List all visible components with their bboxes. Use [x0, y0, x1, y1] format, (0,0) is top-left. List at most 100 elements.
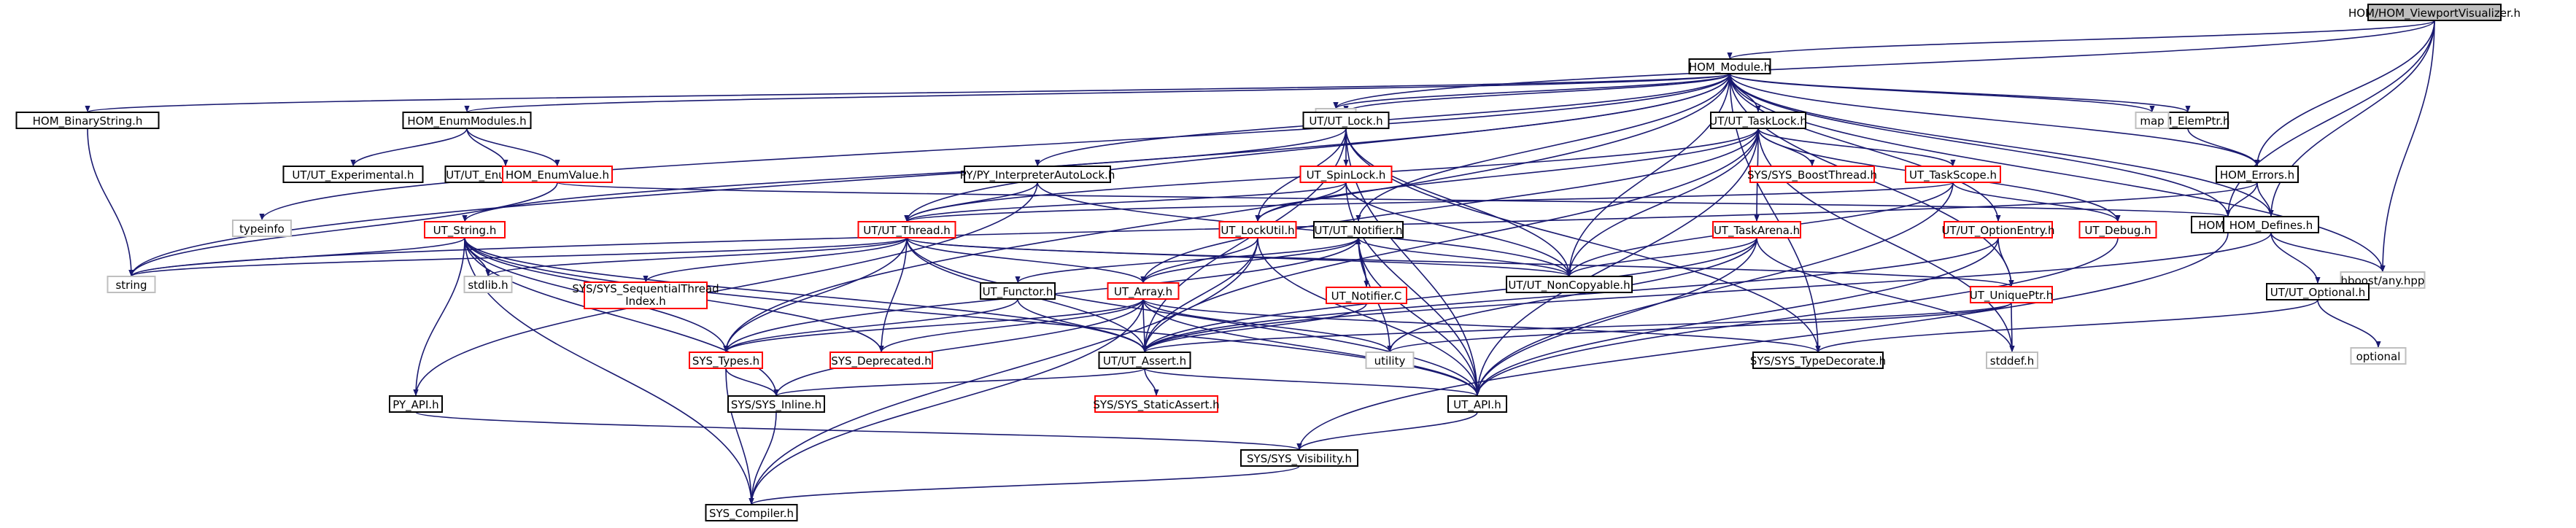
edge-ut_string-to-ut_api: [464, 237, 1480, 397]
node-hom_binarystring[interactable]: HOM_BinaryString.h: [15, 112, 160, 129]
edge-ut_lock-to-ut_noncopyable: [1345, 128, 1572, 277]
edge-sys_inline-to-sys_compiler: [749, 411, 777, 505]
dependency-nodes: HOM/HOM_ViewportVisualizer.hHOM_Module.h…: [15, 4, 2521, 521]
node-sys_visibility[interactable]: SYS/SYS_Visibility.h: [1240, 449, 1358, 467]
edge-ut_functor-to-sys_types: [723, 298, 1018, 353]
node-ut_notifier[interactable]: UT/UT_Notifier.h: [1313, 221, 1404, 238]
node-py_api[interactable]: PY_API.h: [389, 395, 443, 413]
node-ut_api[interactable]: UT_API.h: [1447, 395, 1507, 413]
node-root[interactable]: HOM/HOM_ViewportVisualizer.h: [2348, 4, 2521, 21]
edge-ut_optionentry-to-ut_assert: [1142, 237, 1999, 353]
node-optional: optional: [2350, 347, 2407, 365]
edge-root-to-hboost_any: [2380, 20, 2435, 273]
node-ut_experimental[interactable]: UT/UT_Experimental.h: [282, 166, 424, 183]
edge-ut_lockutil-to-ut_api: [1257, 237, 1480, 397]
node-ut_assert[interactable]: UT/UT_Assert.h: [1098, 352, 1191, 369]
edge-hom_binarystring-to-string: [87, 128, 134, 277]
edge-ut_spinlock-to-ut_thread: [904, 182, 1347, 222]
edge-ut_array-to-utility: [1142, 298, 1393, 353]
node-ut_taskarena[interactable]: UT_TaskArena.h: [1712, 221, 1801, 238]
node-ut_array[interactable]: UT_Array.h: [1107, 282, 1180, 300]
node-hom_enumvalue[interactable]: HOM_EnumValue.h: [502, 166, 613, 183]
edge-ut_thread-to-sys_deprecated: [878, 237, 908, 353]
node-box-ut_lock: [1302, 112, 1390, 129]
node-label-hom_enummodules: HOM_EnumModules.h: [407, 114, 526, 128]
edge-ut_optional-to-optional: [2317, 299, 2381, 349]
edge-hom_enumvalue-to-hom_api: [557, 182, 2230, 217]
node-box-hom_errors: [2216, 166, 2299, 183]
node-label-utility: utility: [1374, 354, 1406, 368]
edge-ut_taskscope-to-ut_debug: [1952, 182, 2121, 222]
node-ut_lock[interactable]: UT/UT_Lock.h: [1302, 112, 1390, 129]
node-ut_debug[interactable]: UT_Debug.h: [2078, 221, 2157, 238]
edge-ut_debug-to-ut_api: [1474, 237, 2119, 397]
node-label-ut_api: UT_API.h: [1453, 398, 1501, 412]
edge-hom_defines-to-hboost_any: [2270, 232, 2386, 273]
node-box-sys_staticassert: [1094, 395, 1218, 413]
edge-ut_array-to-sys_deprecated: [878, 298, 1144, 353]
node-label-ut_lockutil: UT_LockUtil.h: [1221, 224, 1294, 238]
node-label-ut_string: UT_String.h: [433, 224, 497, 238]
edge-hom_enummodules-to-ut_experimental: [350, 128, 468, 167]
edge-ut_string-to-py_api: [413, 237, 465, 397]
node-sys_typedecorate[interactable]: SYS/SYS_TypeDecorate.h: [1750, 352, 1886, 369]
node-sys_inline[interactable]: SYS/SYS_Inline.h: [727, 395, 825, 413]
node-ut_optionentry[interactable]: UT/UT_OptionEntry.h: [1942, 221, 2055, 238]
node-ut_notifierc[interactable]: UT_Notifier.C: [1326, 287, 1407, 304]
node-ut_lockutil[interactable]: UT_LockUtil.h: [1218, 221, 1297, 238]
node-ut_functor[interactable]: UT_Functor.h: [980, 282, 1056, 300]
node-sys_staticassert[interactable]: SYS/SYS_StaticAssert.h: [1093, 395, 1220, 413]
edge-ut_optionentry-to-ut_api: [1474, 237, 1999, 397]
node-label-sys_visibility: SYS/SYS_Visibility.h: [1247, 452, 1352, 466]
edge-ut_array-to-ut_api: [1142, 298, 1480, 397]
node-ut_uniqueptr[interactable]: UT_UniquePtr.h: [1970, 286, 2054, 303]
node-label-optional: optional: [2356, 350, 2401, 363]
edge-ut_array-to-sys_types: [723, 298, 1144, 353]
edge-py_interpreterautolock-to-ut_noncopyable: [1037, 182, 1572, 277]
node-hom_enummodules[interactable]: HOM_EnumModules.h: [402, 112, 532, 129]
node-label-map: map: [2140, 114, 2164, 128]
edge-ut_taskarena-to-ut_api: [1474, 237, 1757, 397]
edge-hom_api-to-sys_visibility: [1296, 232, 2229, 451]
node-label-string: string: [115, 279, 147, 292]
edge-hom_defines-to-ut_optional: [2270, 232, 2321, 284]
node-ut_tasklock[interactable]: UT/UT_TaskLock.h: [1709, 112, 1807, 129]
node-label-ut_debug: UT_Debug.h: [2084, 224, 2151, 238]
edge-ut_thread-to-string: [128, 237, 908, 277]
node-ut_noncopyable[interactable]: UT/UT_NonCopyable.h: [1506, 276, 1633, 293]
node-label-sys_sequentialthreadindex-line-2: Index.h: [625, 295, 666, 308]
edge-hom_module-to-hom_errors: [1729, 73, 2260, 167]
node-hom_errors[interactable]: HOM_Errors.h: [2216, 166, 2299, 183]
node-box-ut_tasklock: [1710, 112, 1806, 129]
node-ut_optional[interactable]: UT/UT_Optional.h: [2266, 283, 2370, 300]
edge-ut_array-to-sys_compiler: [749, 298, 1144, 505]
edge-hom_module-to-hom_binarystring: [85, 73, 1730, 113]
edge-hom_module-to-typeinfo: [259, 73, 1730, 221]
node-hom_module[interactable]: HOM_Module.h: [1688, 58, 1771, 74]
node-label-root: HOM/HOM_ViewportVisualizer.h: [2348, 7, 2521, 20]
node-box-hom_module: [1688, 58, 1771, 74]
node-sys_types[interactable]: SYS_Types.h: [689, 352, 763, 369]
node-sys_deprecated[interactable]: SYS_Deprecated.h: [829, 352, 933, 369]
edge-ut_array-to-sys_inline: [773, 298, 1144, 397]
node-sys_boostthread[interactable]: SYS/SYS_BoostThread.h: [1747, 166, 1877, 183]
node-ut_spinlock[interactable]: UT_SpinLock.h: [1299, 166, 1393, 183]
node-label-ut_assert: UT/UT_Assert.h: [1103, 354, 1186, 368]
node-hom_defines[interactable]: HOM_Defines.h: [2223, 216, 2319, 233]
node-label-ut_taskarena: UT_TaskArena.h: [1714, 224, 1800, 238]
edge-ut_taskarena-to-stddef: [1756, 237, 2015, 353]
node-sys_compiler[interactable]: SYS_Compiler.h: [705, 504, 798, 521]
edge-root-to-hom_api: [2225, 20, 2435, 217]
edge-ut_optionentry-to-ut_uniqueptr: [1997, 237, 2014, 287]
node-ut_taskscope[interactable]: UT_TaskScope.h: [1905, 166, 2001, 183]
node-py_interpreterautolock[interactable]: PY/PY_InterpreterAutoLock.h: [960, 166, 1115, 183]
node-ut_thread[interactable]: UT/UT_Thread.h: [857, 221, 956, 238]
node-label-stdlib: stdlib.h: [468, 279, 508, 292]
node-box-ut_functor: [980, 282, 1056, 300]
node-ut_string[interactable]: UT_String.h: [424, 221, 506, 238]
node-label-ut_optional: UT/UT_Optional.h: [2270, 286, 2366, 300]
node-stdlib: stdlib.h: [463, 276, 513, 293]
node-box-utility: [1365, 352, 1415, 369]
